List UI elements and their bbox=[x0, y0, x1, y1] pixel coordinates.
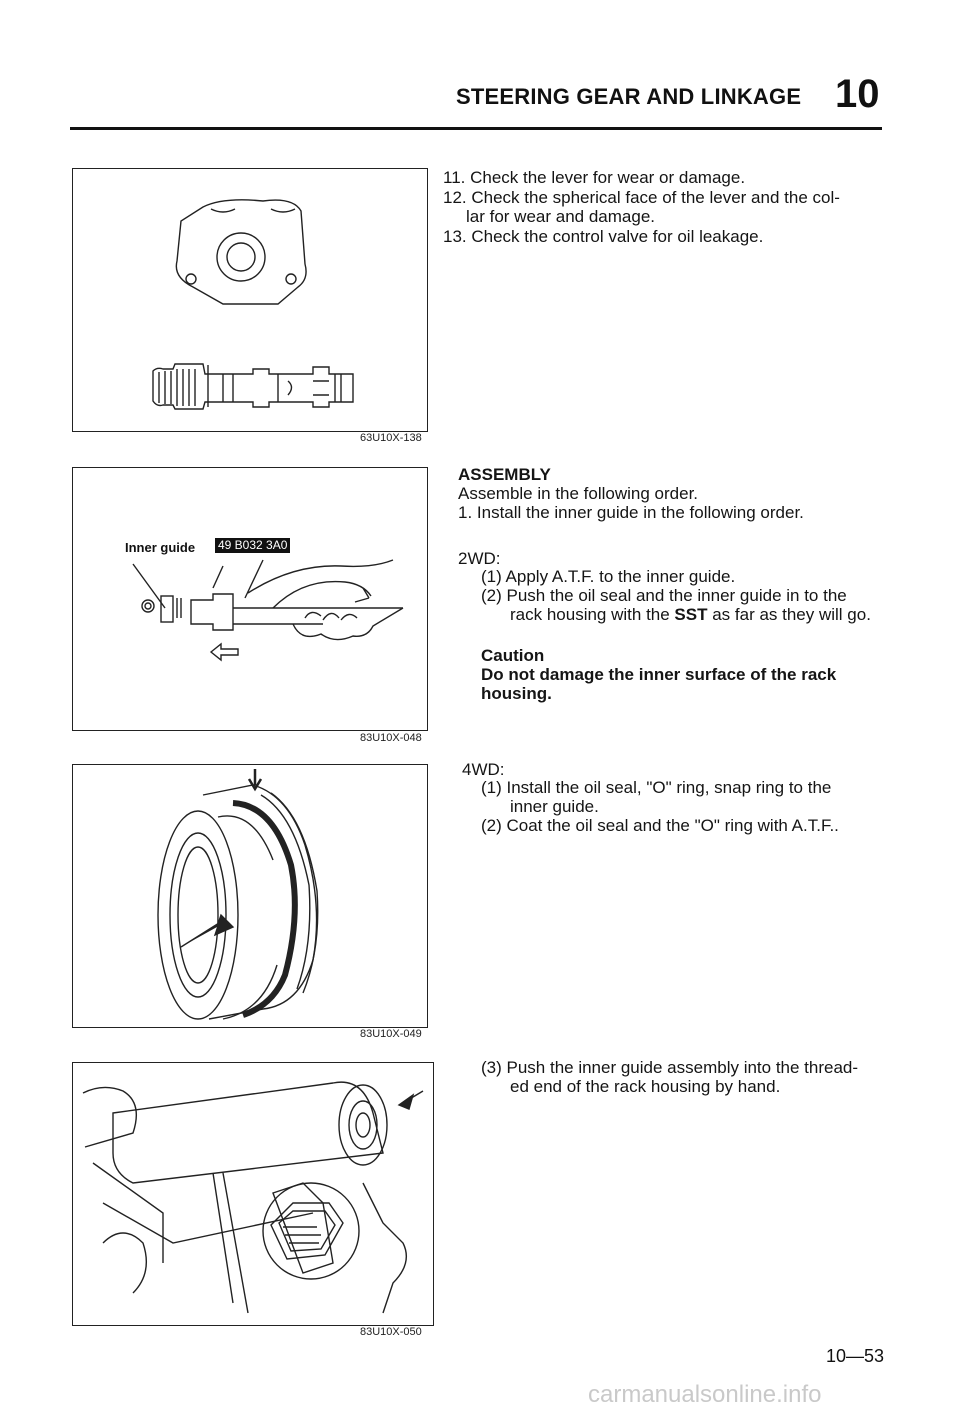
2wd-step-2-cont: rack housing with the SST as far as they… bbox=[510, 605, 871, 624]
check-item-11: 11. Check the lever for wear or damage. bbox=[443, 168, 746, 187]
inner-guide-illustration bbox=[132, 559, 404, 662]
control-valve-illustration bbox=[152, 199, 354, 410]
caution-title: Caution bbox=[481, 646, 545, 665]
figure-code: 63U10X-138 bbox=[360, 432, 422, 444]
assembly-intro: Assemble in the following order. bbox=[458, 484, 699, 503]
figure-code: 83U10X-050 bbox=[360, 1326, 422, 1338]
section-number: 10 bbox=[835, 72, 880, 116]
4wd-step-1-cont: inner guide. bbox=[510, 797, 599, 816]
figure-rack-housing bbox=[72, 1062, 434, 1326]
assembly-step-3: (3) Push the inner guide assembly into t… bbox=[481, 1058, 859, 1077]
assembly-step-3-cont: ed end of the rack housing by hand. bbox=[510, 1077, 781, 1096]
figure-control-valve bbox=[72, 168, 428, 432]
header-rule bbox=[70, 127, 882, 130]
caution-line-1: Do not damage the inner surface of the r… bbox=[481, 665, 837, 684]
check-item-12-cont: lar for wear and damage. bbox=[466, 207, 655, 226]
rack-housing-illustration bbox=[82, 1081, 424, 1314]
page-title: STEERING GEAR AND LINKAGE bbox=[456, 84, 802, 109]
2wd-heading: 2WD: bbox=[458, 549, 501, 568]
4wd-step-1: (1) Install the oil seal, "O" ring, snap… bbox=[481, 778, 832, 797]
2wd-step-2: (2) Push the oil seal and the inner guid… bbox=[481, 586, 847, 605]
watermark: carmanualsonline.info bbox=[588, 1381, 822, 1408]
caution-line-2: housing. bbox=[481, 684, 552, 703]
4wd-heading: 4WD: bbox=[462, 760, 505, 779]
figure-inner-guide bbox=[72, 467, 428, 731]
assembly-heading: ASSEMBLY bbox=[458, 465, 551, 484]
page-number: 10—53 bbox=[826, 1346, 885, 1366]
figure-oil-seal bbox=[72, 764, 428, 1028]
sst-number-label: 49 B032 3A0 bbox=[215, 538, 291, 553]
oil-seal-illustration bbox=[157, 769, 319, 1020]
inner-guide-label: Inner guide bbox=[125, 540, 196, 555]
figure-code: 83U10X-049 bbox=[360, 1028, 422, 1040]
check-item-13: 13. Check the control valve for oil leak… bbox=[443, 227, 764, 246]
2wd-step-1: (1) Apply A.T.F. to the inner guide. bbox=[481, 567, 736, 586]
figure-code: 83U10X-048 bbox=[360, 732, 422, 744]
4wd-step-2: (2) Coat the oil seal and the "O" ring w… bbox=[481, 816, 839, 835]
check-item-12: 12. Check the spherical face of the leve… bbox=[443, 188, 840, 207]
assembly-step-1: 1. Install the inner guide in the follow… bbox=[458, 503, 804, 522]
